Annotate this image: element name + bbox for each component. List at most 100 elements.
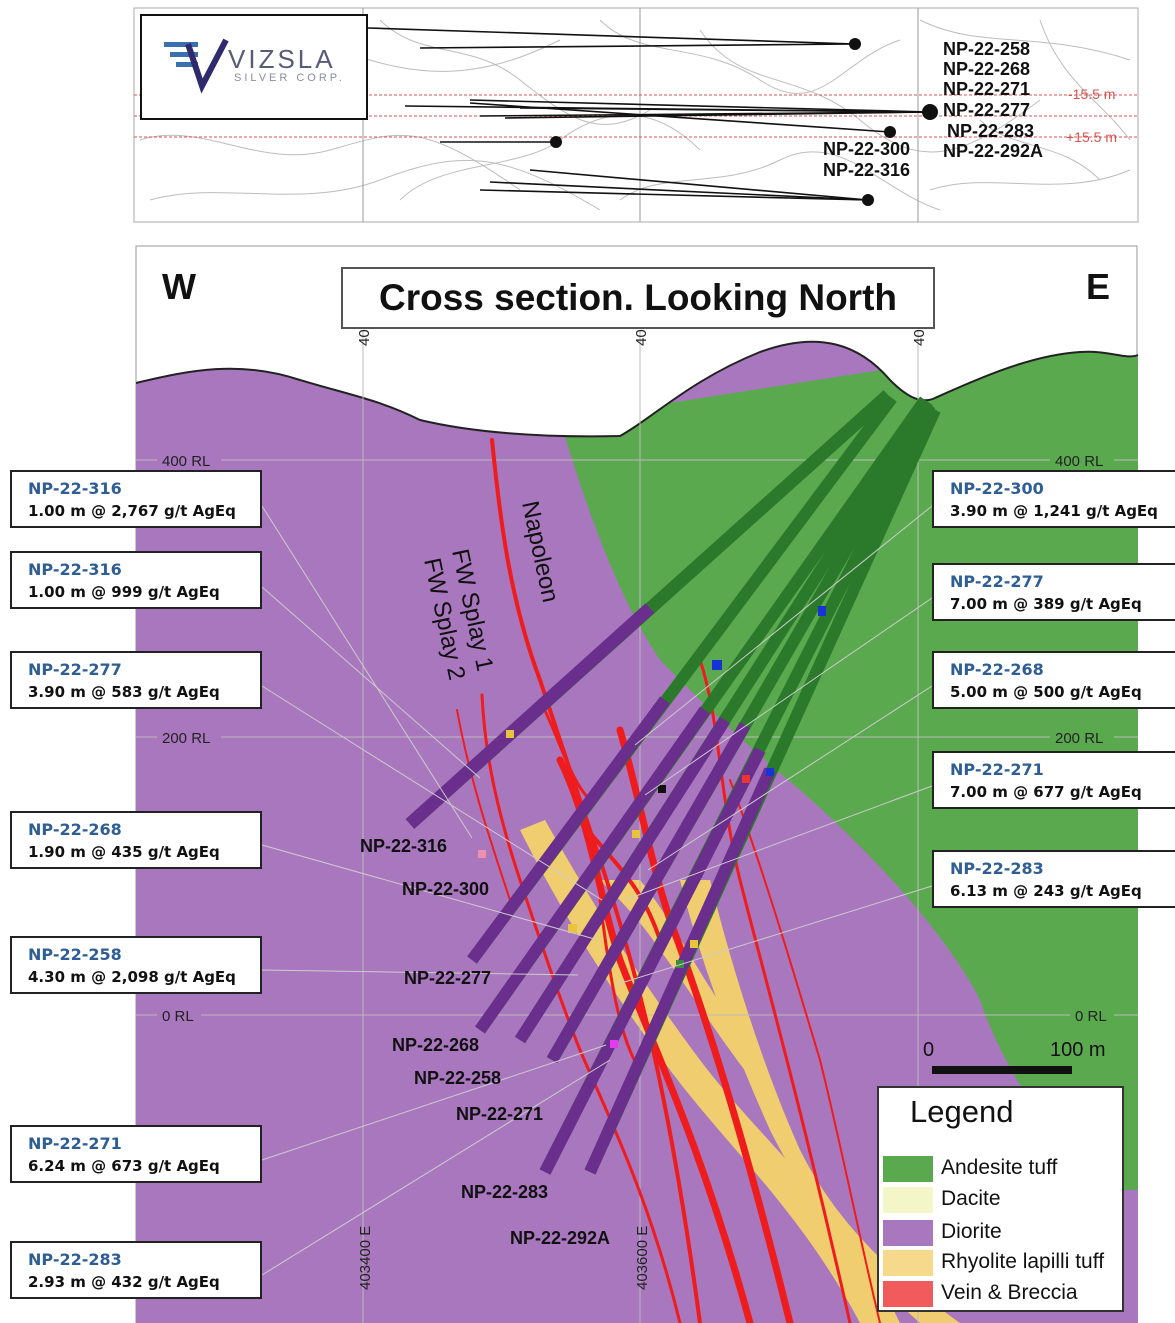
hole-label: NP-22-283 — [461, 1182, 548, 1202]
callout-left: NP-22-316 1.00 m @ 2,767 g/t AgEq — [10, 470, 262, 528]
callout-left: NP-22-283 2.93 m @ 432 g/t AgEq — [10, 1241, 262, 1299]
easting-top-label: 40 — [356, 329, 373, 346]
vein-branch — [538, 698, 592, 802]
callout-intercept: 1.00 m @ 2,767 g/t AgEq — [28, 502, 236, 520]
callout-left: NP-22-316 1.00 m @ 999 g/t AgEq — [10, 551, 262, 609]
legend: Legend Andesite tuff Dacite Diorite Rhyo… — [877, 1086, 1124, 1312]
plan-hole-label: NP-22-277 — [943, 100, 1030, 120]
logo-box: VIZSLA SILVER CORP. — [140, 14, 368, 120]
callout-hole-id: NP-22-316 — [28, 479, 122, 498]
plan-hole-label: NP-22-283 — [947, 121, 1034, 141]
fw-splay-2 — [456, 709, 511, 901]
callout-intercept: 3.90 m @ 1,241 g/t AgEq — [950, 502, 1158, 520]
callout-hole-id: NP-22-300 — [950, 479, 1044, 498]
easting-label-403600: 403600 E — [634, 1226, 651, 1290]
scale-end: 100 m — [1050, 1039, 1106, 1061]
rl-label-0-left: 0 RL — [162, 1008, 194, 1025]
legend-title: Legend — [910, 1094, 1014, 1129]
callout-intercept: 7.00 m @ 389 g/t AgEq — [950, 595, 1142, 613]
legend-swatch — [883, 1156, 933, 1182]
legend-swatch — [883, 1250, 933, 1276]
andesite-unit — [560, 341, 1138, 1190]
hole-label: NP-22-258 — [414, 1068, 501, 1088]
rl-label-400-left: 400 RL — [162, 453, 210, 470]
callout-intercept: 1.90 m @ 435 g/t AgEq — [28, 843, 220, 861]
callout-hole-id: NP-22-258 — [28, 945, 122, 964]
hole-label: NP-22-292A — [510, 1228, 610, 1248]
east-label: E — [1086, 266, 1111, 307]
plan-hole-label: NP-22-271 — [943, 79, 1030, 99]
callout-intercept: 6.24 m @ 673 g/t AgEq — [28, 1157, 220, 1175]
callout-right: NP-22-300 3.90 m @ 1,241 g/t AgEq — [932, 470, 1175, 528]
callout-intercept: 4.30 m @ 2,098 g/t AgEq — [28, 968, 236, 986]
callout-right: NP-22-283 6.13 m @ 243 g/t AgEq — [932, 850, 1175, 908]
rhyolite-unit-b — [600, 880, 773, 1095]
offset-label-minus: -15.5 m — [1068, 86, 1115, 102]
plan-hole-label: NP-22-268 — [943, 59, 1030, 79]
hole-label: NP-22-277 — [404, 968, 491, 988]
callout-hole-id: NP-22-283 — [950, 859, 1044, 878]
legend-label: Rhyolite lapilli tuff — [941, 1250, 1105, 1273]
vein-branch — [729, 779, 881, 1323]
scale-bar — [932, 1066, 1072, 1074]
callout-right: NP-22-268 5.00 m @ 500 g/t AgEq — [932, 651, 1175, 709]
callout-left: NP-22-258 4.30 m @ 2,098 g/t AgEq — [10, 936, 262, 994]
legend-swatch — [883, 1187, 933, 1213]
legend-label: Diorite — [941, 1220, 1002, 1243]
easting-top-label: 40 — [633, 329, 650, 346]
hole-label: NP-22-271 — [456, 1104, 543, 1124]
legend-item: Dacite — [883, 1185, 1123, 1213]
drill-holes — [405, 390, 941, 1175]
callout-hole-id: NP-22-316 — [28, 560, 122, 579]
rl-label-200-right: 200 RL — [1055, 730, 1103, 747]
callout-hole-id: NP-22-268 — [950, 660, 1044, 679]
callout-leaders — [261, 505, 933, 1276]
callout-intercept: 1.00 m @ 999 g/t AgEq — [28, 583, 220, 601]
west-label: W — [162, 266, 196, 307]
legend-label: Dacite — [941, 1187, 1001, 1210]
callout-intercept: 3.90 m @ 583 g/t AgEq — [28, 683, 220, 701]
logo-sub: SILVER CORP. — [234, 72, 345, 84]
vein-branch — [598, 898, 642, 1072]
callout-right: NP-22-271 7.00 m @ 677 g/t AgEq — [932, 751, 1175, 809]
legend-label: Vein & Breccia — [941, 1281, 1078, 1304]
scale-start: 0 — [923, 1039, 934, 1061]
callout-hole-id: NP-22-277 — [950, 572, 1044, 591]
callout-intercept: 7.00 m @ 677 g/t AgEq — [950, 783, 1142, 801]
hole-label: NP-22-300 — [402, 879, 489, 899]
logo-icon — [164, 38, 229, 94]
callout-hole-id: NP-22-283 — [28, 1250, 122, 1269]
legend-item: Rhyolite lapilli tuff — [883, 1248, 1123, 1276]
easting-top-label: 40 — [911, 329, 928, 346]
callout-hole-id: NP-22-271 — [28, 1134, 122, 1153]
legend-swatch — [883, 1220, 933, 1246]
callout-hole-id: NP-22-271 — [950, 760, 1044, 779]
callout-intercept: 5.00 m @ 500 g/t AgEq — [950, 683, 1142, 701]
callout-left: NP-22-277 3.90 m @ 583 g/t AgEq — [10, 651, 262, 709]
plan-hole-label: NP-22-292A — [943, 141, 1043, 161]
plan-collars — [550, 38, 938, 206]
legend-item: Diorite — [883, 1218, 1123, 1246]
plan-hole-label: NP-22-258 — [943, 39, 1030, 59]
hole-label: NP-22-268 — [392, 1035, 479, 1055]
easting-label-403400: 403400 E — [357, 1226, 374, 1290]
offset-label-plus: +15.5 m — [1066, 129, 1117, 145]
callout-left: NP-22-271 6.24 m @ 673 g/t AgEq — [10, 1125, 262, 1183]
callout-hole-id: NP-22-277 — [28, 660, 122, 679]
assay-intervals — [478, 606, 826, 1048]
callout-left: NP-22-268 1.90 m @ 435 g/t AgEq — [10, 811, 262, 869]
topography-line — [135, 340, 1139, 438]
callout-right: NP-22-277 7.00 m @ 389 g/t AgEq — [932, 563, 1175, 621]
logo-brand: VIZSLA — [228, 44, 336, 74]
legend-item: Vein & Breccia — [883, 1279, 1123, 1307]
fw-splay-1 — [480, 693, 682, 1323]
legend-label: Andesite tuff — [941, 1156, 1058, 1179]
callout-hole-id: NP-22-268 — [28, 820, 122, 839]
plan-hole-label: NP-22-316 — [823, 160, 910, 180]
rl-label-0-right: 0 RL — [1075, 1008, 1107, 1025]
rl-label-200-left: 200 RL — [162, 730, 210, 747]
section-title: Cross section. Looking North — [341, 267, 935, 329]
vein-branch — [556, 756, 754, 1323]
callout-intercept: 6.13 m @ 243 g/t AgEq — [950, 882, 1142, 900]
legend-item: Andesite tuff — [883, 1154, 1123, 1182]
